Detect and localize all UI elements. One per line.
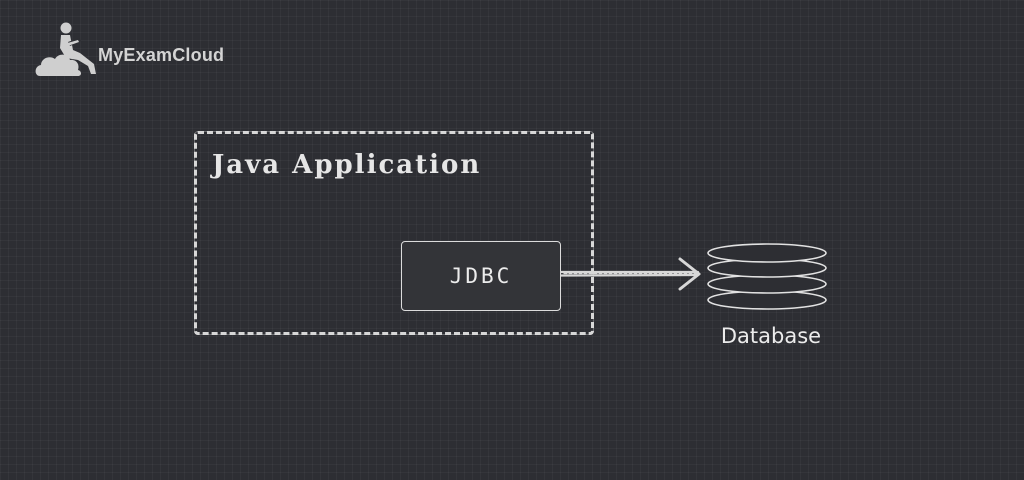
java-application-label: Java Application (212, 150, 482, 180)
database-label: Database (720, 324, 822, 348)
brand-logo: MyExamCloud (34, 18, 224, 80)
cloud-reader-icon (35, 22, 96, 76)
arrow-right-icon (560, 257, 701, 291)
java-application-container (194, 131, 594, 335)
brand-name: MyExamCloud (98, 45, 225, 65)
jdbc-label: JDBC (449, 264, 513, 288)
jdbc-component: JDBC (401, 241, 561, 311)
database-stack-icon (707, 243, 827, 310)
